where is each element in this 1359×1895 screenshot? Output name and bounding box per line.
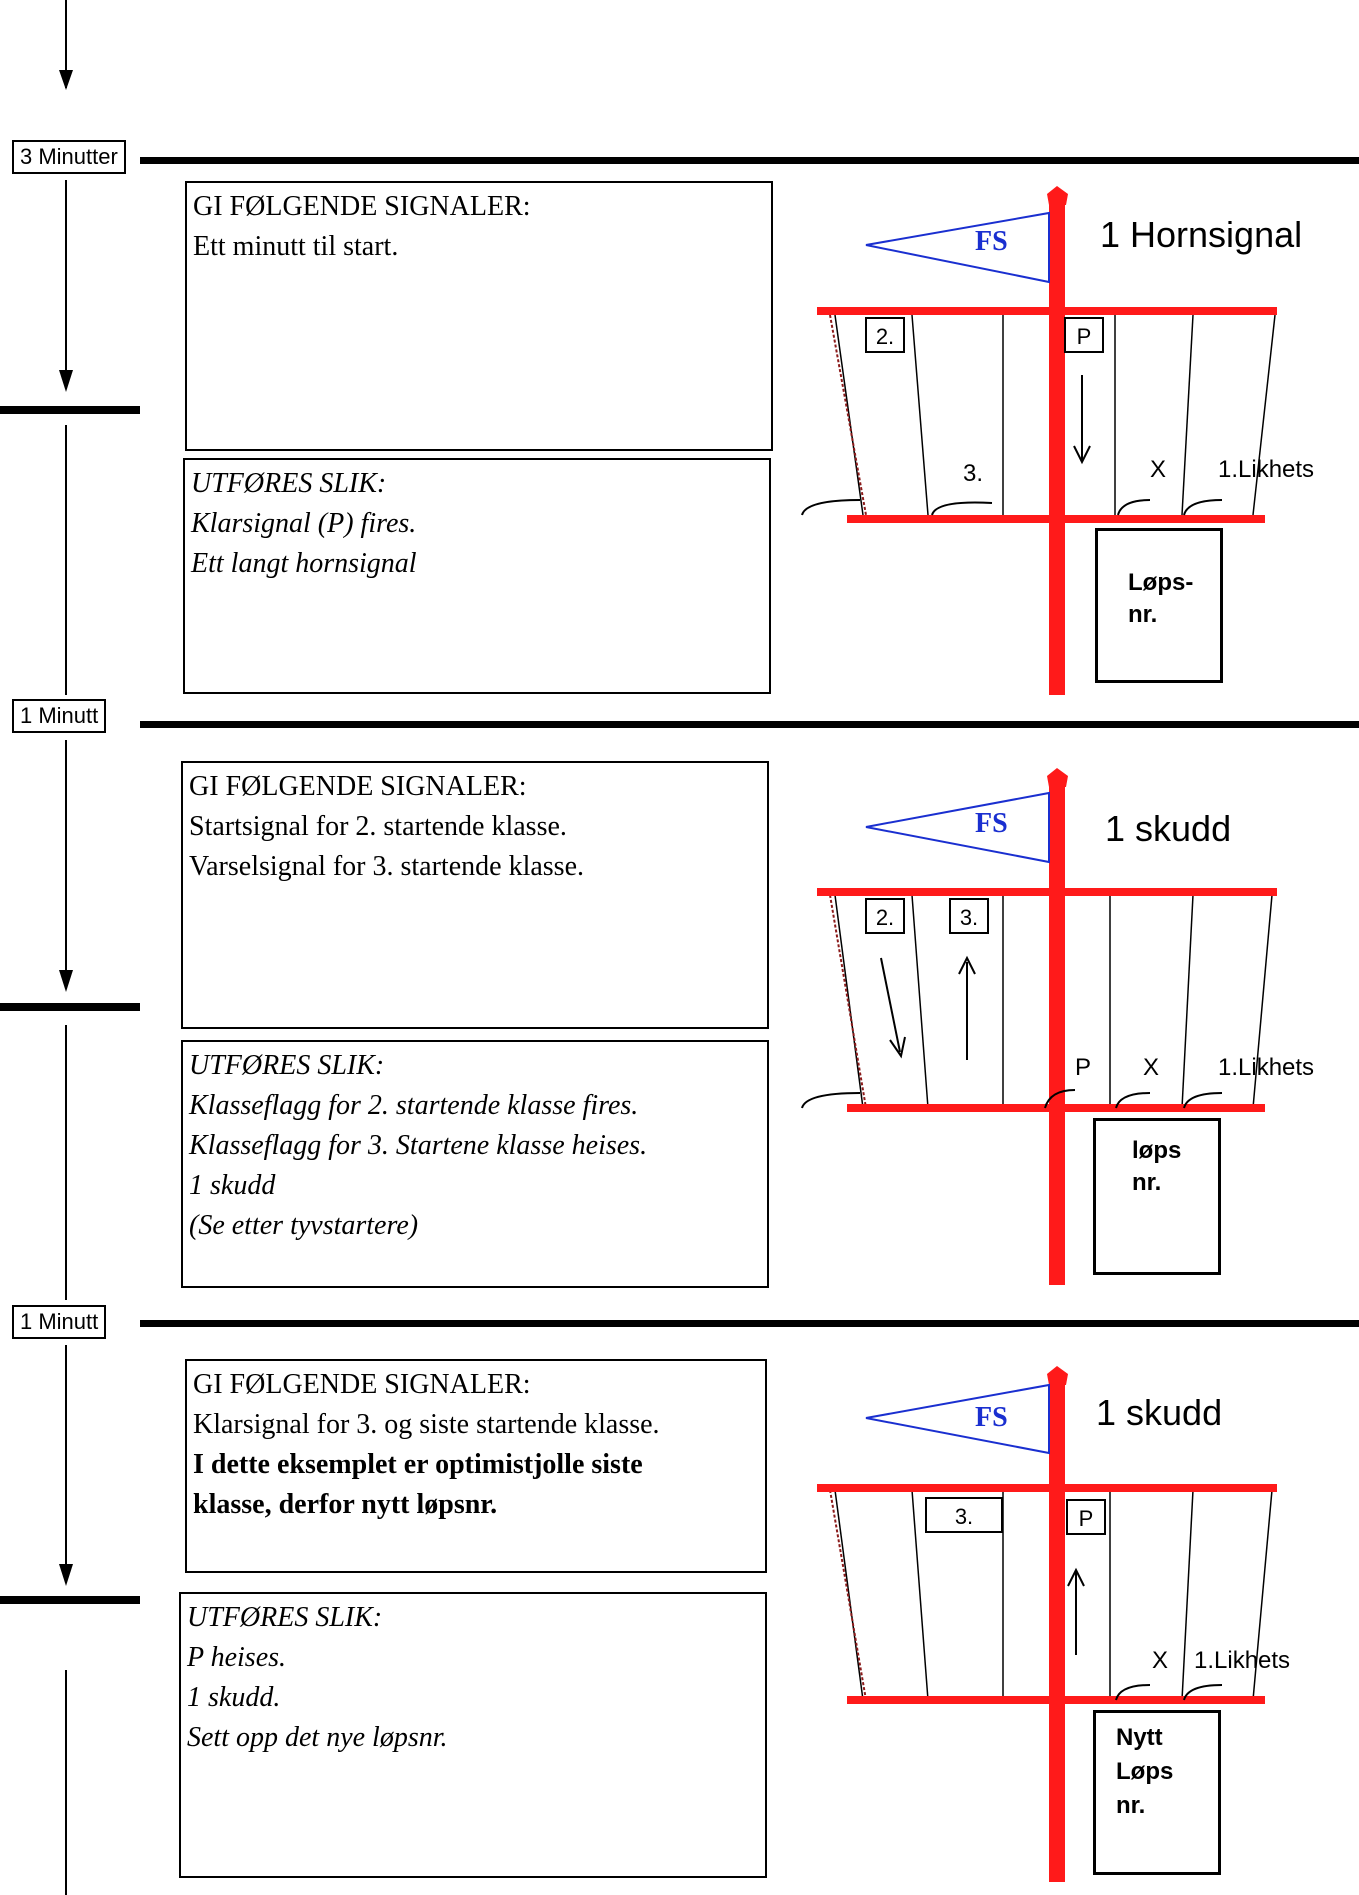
actions-heading: UTFØRES SLIK: xyxy=(191,468,387,499)
likhets-label: 1.Likhets xyxy=(1194,1647,1291,1674)
actions-box: UTFØRES SLIK: Klarsignal (P) fires. Ett … xyxy=(183,458,771,694)
p-flag-label: P xyxy=(1075,1054,1092,1081)
sound-signal: 1 skudd xyxy=(1096,1392,1223,1433)
signals-heading: GI FØLGENDE SIGNALER: xyxy=(193,1369,531,1400)
section-separators xyxy=(140,157,1359,1327)
class-flag-3: 3. xyxy=(949,898,989,934)
class-flag-3-label: 3. xyxy=(963,460,984,487)
timeline xyxy=(59,0,73,1895)
run-number-line: nr. xyxy=(1128,601,1158,628)
actions-heading: UTFØRES SLIK: xyxy=(189,1050,385,1081)
fs-pennant-label: FS xyxy=(975,1402,1008,1433)
actions-line: Sett opp det nye løpsnr. xyxy=(187,1722,448,1753)
time-label-3-minutes: 3 Minutter xyxy=(12,140,126,174)
actions-line: Ett langt hornsignal xyxy=(191,548,417,579)
run-number-line: nr. xyxy=(1116,1792,1146,1819)
actions-line: Klarsignal (P) fires. xyxy=(191,508,417,539)
time-label-1-minute: 1 Minutt xyxy=(12,699,107,733)
signals-box: GI FØLGENDE SIGNALER: Ett minutt til sta… xyxy=(185,181,773,451)
actions-line: Klasseflagg for 2. startende klasse fire… xyxy=(189,1090,639,1121)
x-flag-label: X xyxy=(1150,456,1167,483)
actions-box: UTFØRES SLIK: Klasseflagg for 2. starten… xyxy=(181,1040,769,1288)
signals-bold-line: klasse, derfor nytt løpsnr. xyxy=(193,1489,498,1520)
signals-heading: GI FØLGENDE SIGNALER: xyxy=(193,191,531,222)
actions-line: 1 skudd xyxy=(189,1170,276,1201)
sound-signal: 1 Hornsignal xyxy=(1100,214,1303,255)
fs-pennant-label: FS xyxy=(975,808,1008,839)
x-flag-label: X xyxy=(1143,1054,1160,1081)
run-number-line: nr. xyxy=(1132,1169,1162,1196)
likhets-label: 1.Likhets xyxy=(1218,1054,1315,1081)
actions-heading: UTFØRES SLIK: xyxy=(187,1602,383,1633)
separator-line xyxy=(140,157,1359,164)
run-number-line: Løps- xyxy=(1128,569,1194,596)
fs-pennant-2 xyxy=(865,791,1050,864)
minute-ticks xyxy=(0,406,140,1604)
yardarm-top xyxy=(817,888,1277,896)
signal-mast-2 xyxy=(801,768,1277,1285)
likhets-label: 1.Likhets xyxy=(1218,456,1315,483)
signals-bold-line: I dette eksemplet er optimistjolle siste xyxy=(193,1449,643,1480)
p-flag: P xyxy=(1066,1499,1106,1535)
actions-line: (Se etter tyvstartere) xyxy=(189,1210,419,1241)
signals-box: GI FØLGENDE SIGNALER: Klarsignal for 3. … xyxy=(185,1359,767,1573)
time-label-1-minute: 1 Minutt xyxy=(12,1305,107,1339)
signal-mast-3 xyxy=(817,1366,1277,1882)
signals-heading: GI FØLGENDE SIGNALER: xyxy=(189,771,527,802)
signal-mast-1 xyxy=(801,186,1277,695)
separator-line xyxy=(140,721,1359,728)
separator-line xyxy=(140,1320,1359,1327)
signals-line: Startsignal for 2. startende klasse. xyxy=(189,811,567,842)
mast xyxy=(1049,1378,1065,1882)
signals-line: Varselsignal for 3. startende klasse. xyxy=(189,851,584,882)
actions-line: Klasseflagg for 3. Startene klasse heise… xyxy=(189,1130,648,1161)
class-flag-3: 3. xyxy=(925,1497,1003,1533)
sound-signal: 1 skudd xyxy=(1105,808,1232,849)
run-number-board: Nytt Løps nr. xyxy=(1093,1710,1221,1875)
actions-box: UTFØRES SLIK: P heises. 1 skudd. Sett op… xyxy=(179,1592,767,1878)
tick xyxy=(0,1596,140,1604)
class-flag-2: 2. xyxy=(865,317,905,353)
tick xyxy=(0,406,140,414)
mast xyxy=(1049,198,1065,695)
signals-box: GI FØLGENDE SIGNALER: Startsignal for 2.… xyxy=(181,761,769,1029)
class-flag-2: 2. xyxy=(865,898,905,934)
mast xyxy=(1049,780,1065,1285)
run-number-line: Løps xyxy=(1116,1758,1174,1785)
fs-pennant-3 xyxy=(865,1383,1050,1455)
actions-line: 1 skudd. xyxy=(187,1682,281,1713)
run-number-board: Løps- nr. xyxy=(1095,528,1223,683)
yardarm-top xyxy=(817,307,1277,315)
run-number-line: Nytt xyxy=(1116,1724,1163,1751)
actions-line: P heises. xyxy=(187,1642,287,1673)
p-flag: P xyxy=(1064,317,1104,353)
run-number-line: løps xyxy=(1132,1137,1182,1164)
yardarm-top xyxy=(817,1484,1277,1492)
signals-line: Klarsignal for 3. og siste startende kla… xyxy=(193,1409,660,1440)
run-number-board: løps nr. xyxy=(1093,1118,1221,1275)
fs-pennant-1 xyxy=(865,211,1050,284)
signals-line: Ett minutt til start. xyxy=(193,231,399,262)
fs-pennant-label: FS xyxy=(975,226,1008,257)
x-flag-label: X xyxy=(1152,1647,1169,1674)
tick xyxy=(0,1003,140,1011)
